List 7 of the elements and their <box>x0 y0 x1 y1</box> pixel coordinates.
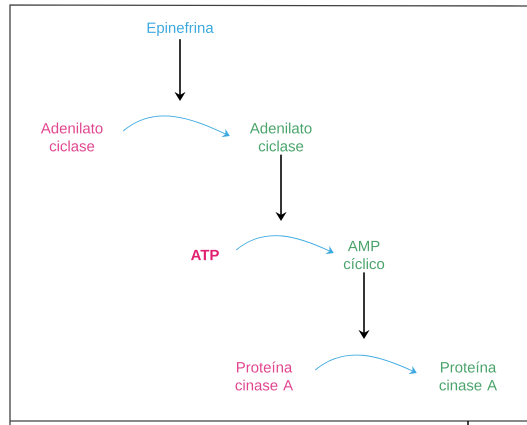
label-text: Proteína cinase A <box>440 361 498 391</box>
label-text: AMP cíclico <box>344 240 384 270</box>
label-text: Adenilato ciclase <box>250 122 312 152</box>
label-text: ATP <box>191 250 219 260</box>
label-text: Epinefrina <box>148 22 214 36</box>
label-text: Proteína cinase A <box>236 361 294 391</box>
label-text: Adenilato ciclase <box>40 122 103 152</box>
